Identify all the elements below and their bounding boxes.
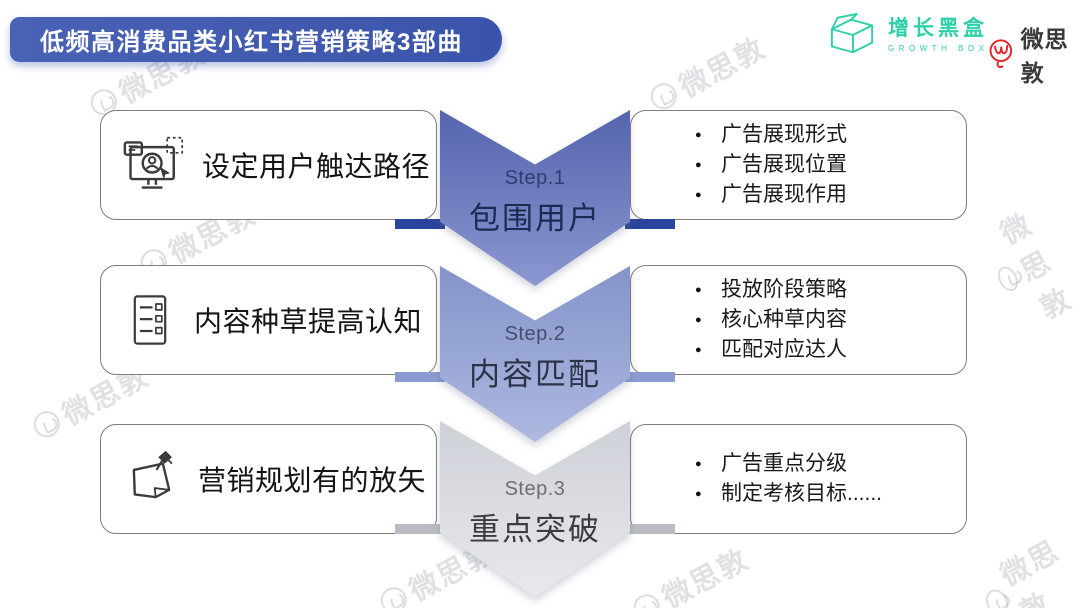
watermark-logo-icon <box>629 589 665 608</box>
step2-chevron: Step.2 内容匹配 <box>440 266 630 442</box>
bullet-item: ●广告展现形式 <box>695 123 847 146</box>
step1-label: Step.1 <box>504 167 566 189</box>
bullet-item: ●广告展现位置 <box>695 153 847 176</box>
row1-connector-right <box>625 219 675 229</box>
step2-title: 内容匹配 <box>469 357 601 392</box>
row2-connector-right <box>625 372 675 382</box>
weishidun-name: 微思敦 <box>1020 26 1069 86</box>
row3-connector-left <box>395 524 445 534</box>
step1-title: 包围用户 <box>469 201 601 236</box>
step3-chevron: Step.3 重点突破 <box>440 421 630 597</box>
watermark-logo-icon <box>29 406 65 442</box>
checklist-icon <box>133 295 167 345</box>
bullet-dot: ● <box>695 344 702 356</box>
weishidun-swirl-icon <box>989 39 1013 69</box>
monitor-user-icon <box>123 136 184 189</box>
row1-connector-left <box>395 219 445 229</box>
watermark: 微思敦 <box>625 536 755 608</box>
weishidun-logo: 微思敦 <box>986 20 1080 88</box>
bullet-dot: ● <box>695 189 702 201</box>
row1-right-card: ●广告展现形式 ●广告展现位置 ●广告展现作用 <box>630 110 967 220</box>
page-title: 低频高消费品类小红书营销策略3部曲 <box>10 17 502 62</box>
bullet-dot: ● <box>695 159 702 171</box>
watermark-logo-icon <box>993 262 1023 295</box>
growthbox-box-icon <box>830 12 874 54</box>
row2-left-label: 内容种草提高认知 <box>194 306 423 337</box>
row2-right-card: ●投放阶段策略 ●核心种草内容 ●匹配对应达人 <box>630 265 967 375</box>
step3-label: Step.3 <box>504 478 566 500</box>
growthbox-logo: 增长黑盒 GROWTH BOX <box>826 12 989 58</box>
bullet-item: ●广告重点分级 <box>695 452 847 475</box>
page-title-text: 低频高消费品类小红书营销策略3部曲 <box>40 29 463 56</box>
bullet-item: ●制定考核目标...... <box>695 482 883 505</box>
row3-connector-right <box>625 524 675 534</box>
growthbox-name: 增长黑盒 <box>888 16 988 40</box>
bullet-dot: ● <box>695 488 702 500</box>
watermark-logo-icon <box>646 78 682 114</box>
pinned-note-icon <box>132 451 173 499</box>
step2-label: Step.2 <box>504 323 566 345</box>
bullet-item: ●匹配对应达人 <box>695 338 847 361</box>
bullet-dot: ● <box>695 458 702 470</box>
watermark: 微思敦 <box>993 208 1078 326</box>
row3-right-card: ●广告重点分级 ●制定考核目标...... <box>630 424 967 534</box>
bullet-dot: ● <box>695 314 702 326</box>
row1-left-card: 设定用户触达路径 <box>100 110 437 220</box>
bullet-dot: ● <box>695 284 702 296</box>
watermark-logo-icon <box>981 585 1013 608</box>
row2-connector-left <box>395 372 445 382</box>
step3-title: 重点突破 <box>469 512 601 547</box>
step1-chevron: Step.1 包围用户 <box>440 110 630 286</box>
growthbox-subtitle: GROWTH BOX <box>888 43 989 53</box>
row3-left-label: 营销规划有的放矢 <box>198 465 427 496</box>
bullet-item: ●投放阶段策略 <box>695 278 847 301</box>
watermark: 微思敦 <box>968 524 1080 608</box>
row2-left-card: 内容种草提高认知 <box>100 265 437 375</box>
row3-left-card: 营销规划有的放矢 <box>100 424 437 534</box>
row1-left-label: 设定用户触达路径 <box>202 151 431 182</box>
bullet-dot: ● <box>695 129 702 141</box>
bullet-item: ●广告展现作用 <box>695 183 847 206</box>
watermark-logo-icon <box>376 582 412 608</box>
bullet-item: ●核心种草内容 <box>695 308 847 331</box>
watermark: 微思敦 <box>642 25 772 121</box>
